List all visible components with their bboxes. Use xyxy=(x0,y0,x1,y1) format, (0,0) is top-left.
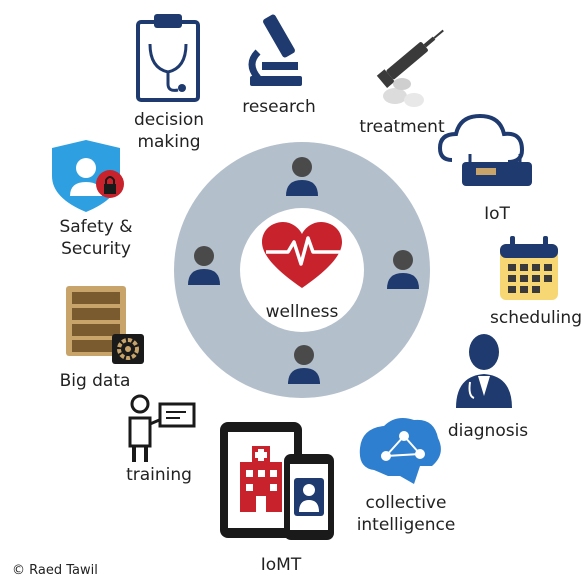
label-decision-making-line1: decision xyxy=(133,110,205,130)
person-icon-bottom xyxy=(288,345,320,384)
label-collective-line1: collective xyxy=(365,493,447,513)
center-label: wellness xyxy=(265,302,339,322)
label-collective-line2: intelligence xyxy=(356,515,456,535)
clipboard-stethoscope-icon xyxy=(136,14,200,102)
label-treatment: treatment xyxy=(359,117,445,137)
label-scheduling: scheduling xyxy=(489,308,582,328)
label-safety-security: Safety & Security xyxy=(46,216,146,260)
server-rack-gear-icon xyxy=(66,286,144,364)
label-research: research xyxy=(242,97,316,117)
copyright-text: © Raed Tawil xyxy=(12,563,98,578)
label-decision-making-line2: making xyxy=(137,132,201,152)
label-safety-line2: Security xyxy=(61,239,131,259)
microscope-icon xyxy=(248,14,302,86)
label-training: training xyxy=(126,465,192,485)
label-collective-intelligence: collective intelligence xyxy=(346,492,466,536)
label-safety-line1: Safety & xyxy=(59,217,133,237)
calendar-icon xyxy=(500,236,558,300)
label-iomt: IoMT xyxy=(260,555,302,575)
person-icon-top xyxy=(286,157,318,196)
doctor-icon xyxy=(456,334,512,408)
tablet-phone-hospital-icon xyxy=(220,422,334,540)
label-decision-making: decision making xyxy=(124,109,214,153)
heart-pulse-icon xyxy=(262,222,342,288)
presenter-board-icon xyxy=(128,394,196,462)
shield-user-lock-icon xyxy=(52,140,124,212)
brain-network-icon xyxy=(359,418,441,484)
syringe-pills-icon xyxy=(376,29,444,107)
person-icon-right xyxy=(387,250,419,289)
cloud-router-icon xyxy=(437,113,532,186)
label-iot: IoT xyxy=(484,204,510,224)
label-diagnosis: diagnosis xyxy=(447,421,529,441)
label-big-data: Big data xyxy=(59,371,131,391)
person-icon-left xyxy=(188,246,220,285)
